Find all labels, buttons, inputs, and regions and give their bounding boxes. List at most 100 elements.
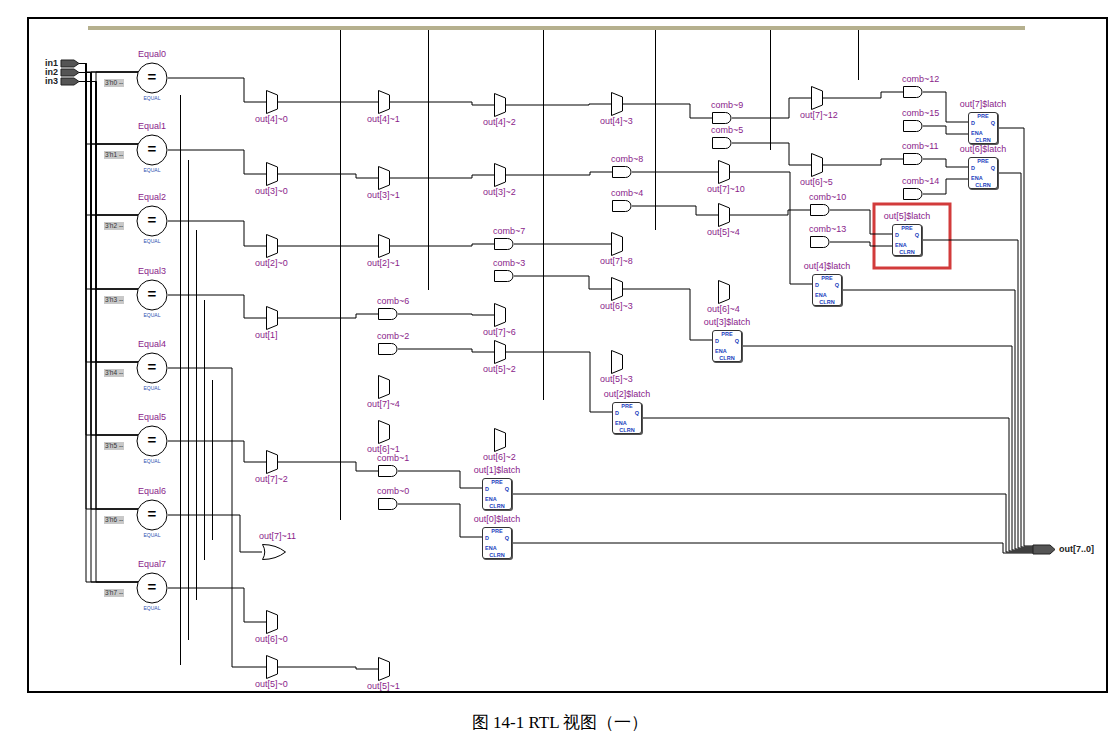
operator-symbol: = [136, 359, 168, 374]
port-name: D [615, 410, 619, 416]
and-symbol [612, 166, 632, 178]
mux-symbol [811, 86, 823, 110]
instance-name: comb~1 [376, 454, 410, 463]
and-shape [811, 237, 830, 248]
latch-box: out[2]$latchPREDQENACLRN [612, 402, 642, 434]
wire [278, 667, 378, 669]
and-symbol [903, 153, 923, 165]
mux-symbol [718, 203, 730, 227]
mux-node: out[3]~2 [494, 163, 506, 187]
instance-name: comb~9 [710, 101, 744, 110]
mux-symbol [266, 610, 278, 634]
block-type: EQUAL [144, 239, 161, 244]
mux-node: out[2]~1 [378, 234, 390, 258]
mux-symbol [718, 160, 730, 184]
wire [398, 504, 482, 537]
instance-name: out[2]$latch [603, 390, 652, 399]
port-name: D [715, 338, 719, 344]
instance-name: out[2]~1 [366, 259, 401, 268]
mux-shape [379, 658, 390, 681]
wire [514, 276, 611, 289]
port-name: CLRN [719, 355, 734, 361]
and-symbol [494, 270, 514, 282]
wire [730, 210, 810, 215]
wire [506, 172, 612, 175]
port-name: Q [505, 486, 509, 492]
and-gate-node: comb~9 [712, 112, 732, 124]
block-type: EQUAL [144, 386, 161, 391]
instance-name: out[7]$latch [959, 100, 1008, 109]
instance-name: out[7]~4 [366, 400, 401, 409]
instance-name: out[0]$latch [473, 515, 522, 524]
and-gate-node: comb~13 [810, 236, 830, 248]
instance-name: out[5]~2 [482, 365, 517, 374]
mux-symbol [811, 153, 823, 177]
and-shape [904, 87, 923, 98]
wire [79, 64, 138, 436]
wire [830, 242, 892, 246]
port-name: CLRN [619, 427, 634, 433]
instance-name: out[3]$latch [703, 318, 752, 327]
instance-name: out[2]~0 [254, 259, 289, 268]
port-name: CLRN [975, 137, 990, 143]
mux-node: out[4]~0 [266, 90, 278, 114]
and-symbol [903, 86, 923, 98]
equal-comparator: Equal0=EQUAL [136, 62, 168, 94]
and-gate-node: comb~6 [378, 308, 398, 320]
mux-symbol [611, 350, 623, 374]
port-name: ENA [971, 130, 983, 136]
instance-name: out[7]~12 [799, 111, 839, 120]
and-shape [495, 239, 514, 250]
equal-comparator: Equal2=EQUAL [136, 205, 168, 237]
comparator-circle [137, 573, 167, 603]
and-gate-node: comb~14 [903, 188, 923, 200]
instance-name: Equal0 [137, 50, 167, 59]
mux-symbol [266, 450, 278, 474]
and-shape [379, 344, 398, 355]
wire [732, 143, 811, 165]
mux-node: out[6]~5 [811, 153, 823, 177]
wire [514, 244, 611, 245]
instance-name: out[3]~0 [254, 187, 289, 196]
wire [506, 352, 612, 412]
mux-shape [612, 233, 623, 256]
wire [79, 82, 138, 583]
operator-symbol: = [136, 579, 168, 594]
port-name: ENA [895, 242, 907, 248]
latch-box: out[1]$latchPREDQENACLRN [482, 478, 512, 510]
comparator-circle [137, 500, 167, 530]
block-type: EQUAL [144, 533, 161, 538]
and-symbol [612, 200, 632, 212]
instance-name: out[5]~4 [706, 228, 741, 237]
instance-name: Equal5 [137, 413, 167, 422]
and-symbol [378, 308, 398, 320]
instance-name: out[7]~10 [706, 185, 746, 194]
instance-name: out[7]~11 [258, 532, 297, 541]
mux-shape [267, 611, 278, 634]
port-name: Q [835, 282, 839, 288]
and-symbol [810, 236, 830, 248]
constant-value: 3'h6 -- [104, 516, 124, 524]
wire [79, 82, 138, 363]
port-name: D [895, 232, 899, 238]
instance-name: out[7]~6 [482, 328, 517, 337]
mux-shape [612, 278, 623, 301]
instance-name: out[5]~1 [366, 682, 401, 691]
port-name: D [485, 535, 489, 541]
mux-node: out[7]~4 [378, 375, 390, 399]
mux-shape [379, 421, 390, 444]
wire [842, 290, 1033, 549]
wire [398, 349, 494, 352]
port-name: ENA [715, 348, 727, 354]
instance-name: comb~0 [376, 487, 410, 496]
port-name: Q [991, 165, 995, 171]
wire [168, 295, 266, 318]
wire [79, 73, 138, 436]
wire [922, 240, 1033, 548]
mux-symbol [494, 163, 506, 187]
pin-name: in1 [45, 59, 58, 68]
instance-name: comb~2 [376, 332, 410, 341]
wire [278, 314, 378, 318]
and-shape [811, 205, 830, 216]
and-shape [713, 113, 732, 124]
